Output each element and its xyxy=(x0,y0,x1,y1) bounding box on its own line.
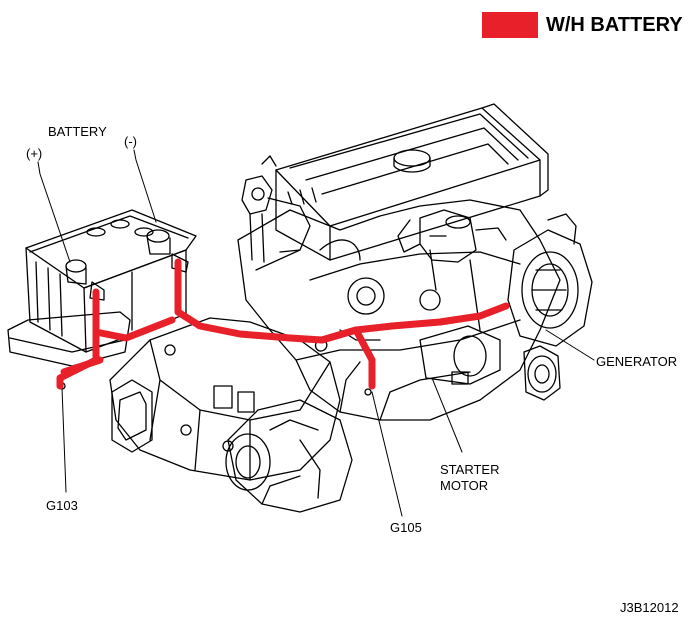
positive-terminal xyxy=(65,259,105,301)
generator-outline xyxy=(507,213,593,401)
legend-label: W/H BATTERY xyxy=(546,14,683,36)
positive-label: (+) xyxy=(26,146,43,161)
battery-label: BATTERY xyxy=(48,124,107,139)
starter-motor-outline xyxy=(419,325,501,385)
leader-lines xyxy=(37,149,595,517)
negative-label: (-) xyxy=(124,134,137,149)
valve-cover-outline xyxy=(275,103,549,261)
negative-terminal xyxy=(146,229,189,273)
g103-label: G103 xyxy=(46,498,78,513)
battery-harness xyxy=(56,258,510,390)
ground-points xyxy=(58,339,372,396)
throttle-body-outline xyxy=(397,209,507,263)
starter-motor-label-line1: STARTER xyxy=(440,462,500,477)
generator-label: GENERATOR xyxy=(596,354,678,369)
figure-id-label: J3B12012 xyxy=(620,600,679,615)
intake-manifold-outline xyxy=(241,155,361,263)
starter-motor-label-line2: MOTOR xyxy=(440,478,489,493)
g105-label: G105 xyxy=(390,520,422,535)
legend-swatch xyxy=(482,12,538,38)
bell-housing-outline xyxy=(225,399,353,513)
